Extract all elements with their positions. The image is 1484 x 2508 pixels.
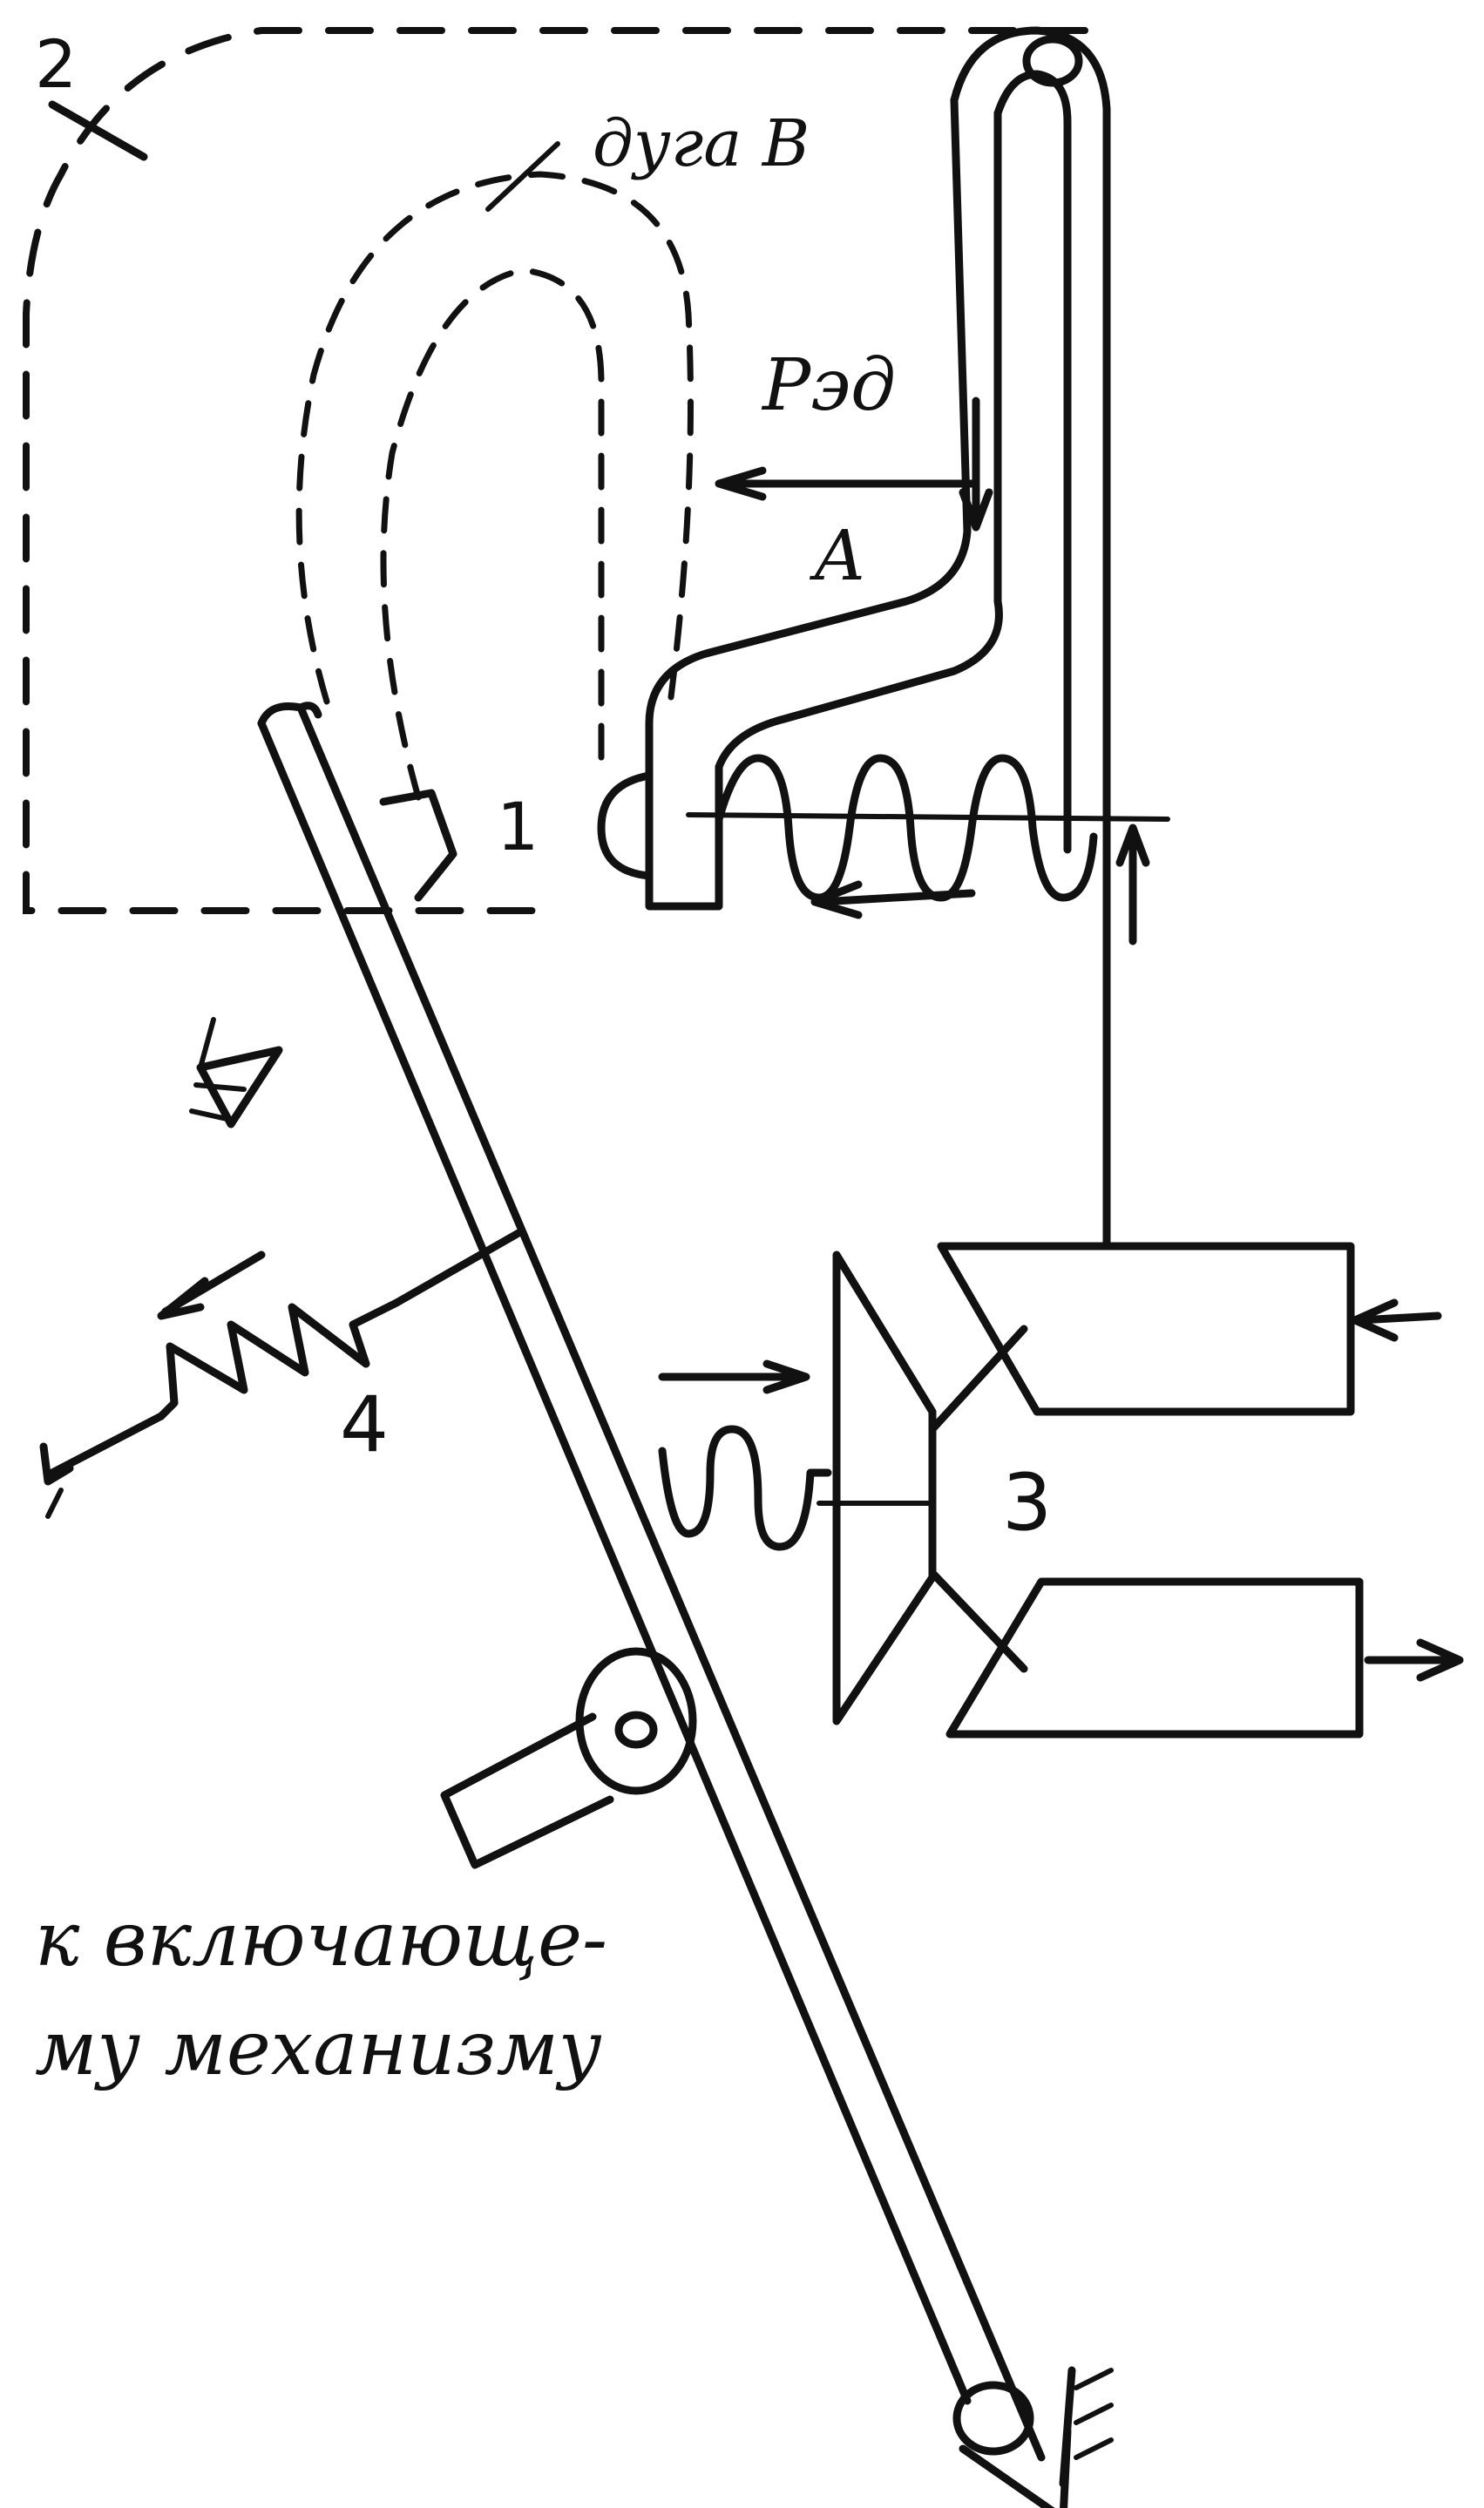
tripping-lever <box>257 702 1046 2462</box>
fixed-contact-1 <box>597 771 654 880</box>
arc-chute-enclosure <box>23 27 1088 914</box>
label-3: 3 <box>1002 1457 1052 1549</box>
closing-mechanism-link <box>440 1647 697 1869</box>
electric-arc-b <box>295 141 694 801</box>
label-2: 2 <box>35 25 77 103</box>
contact-spring <box>686 754 1170 902</box>
valve-upper-block <box>937 1242 1442 1416</box>
valve-lower-block <box>945 1577 1464 1739</box>
arc-label: дуга В <box>593 106 810 181</box>
label-1: 1 <box>497 788 539 865</box>
caption-line-1: к включающе- <box>35 1896 607 1983</box>
lever-pivot <box>952 2366 1114 2508</box>
view-marker-icon <box>189 1017 283 1129</box>
moving-contact-arm <box>645 26 1111 1251</box>
caption-line-2: му механизму <box>35 2005 602 2092</box>
spring-4 <box>39 1229 523 1519</box>
force-arrows <box>715 397 1150 946</box>
label-4: 4 <box>340 1379 389 1469</box>
force-label: Рэд <box>761 344 896 427</box>
valve-3 <box>658 1251 1028 1725</box>
point-a-label: A <box>809 515 865 596</box>
